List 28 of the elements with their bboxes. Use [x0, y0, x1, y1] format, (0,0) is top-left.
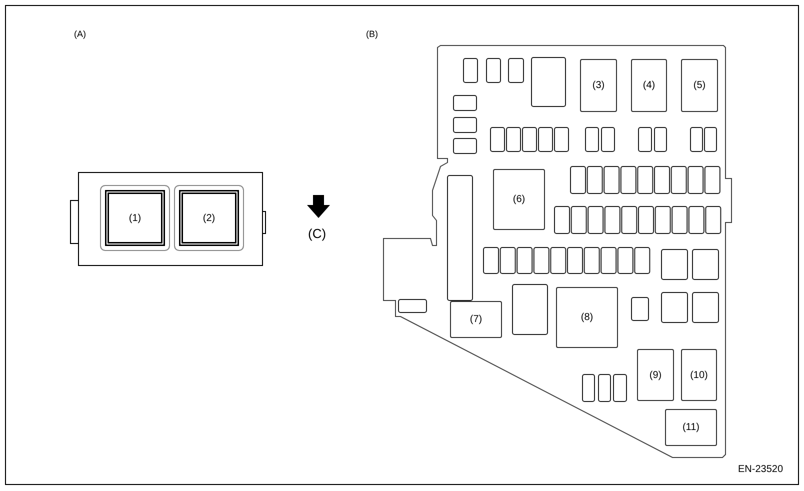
relay-number: (6) — [512, 194, 526, 205]
relay-box — [450, 301, 502, 338]
view-label: (C) — [308, 226, 326, 241]
relay-number: (2) — [202, 212, 216, 224]
relay-box — [580, 59, 617, 112]
relay-box — [174, 185, 244, 251]
relay-number: (7) — [470, 314, 482, 325]
relay-number: (4) — [642, 80, 656, 91]
relay-box — [637, 349, 674, 401]
relay-holder-housing — [70, 172, 266, 267]
relay-number: (5) — [693, 80, 706, 91]
view-label: (B) — [366, 29, 378, 39]
relay-number: (1) — [128, 212, 142, 224]
fuse-box-housing — [382, 44, 733, 459]
relay-box — [665, 409, 717, 446]
relay-box — [681, 59, 718, 112]
view-label: (A) — [74, 29, 86, 39]
relay-box — [100, 185, 170, 251]
relay-number: (9) — [649, 370, 662, 380]
relay-number: (3) — [592, 80, 605, 91]
relay-number: (10) — [690, 370, 708, 380]
relay-box — [493, 169, 545, 230]
relay-number: (11) — [682, 422, 700, 433]
relay-box — [631, 59, 667, 112]
relay-box — [681, 349, 717, 401]
relay-number: (8) — [580, 312, 594, 323]
figure-number: EN-23520 — [738, 464, 784, 475]
relay-box — [556, 287, 618, 348]
